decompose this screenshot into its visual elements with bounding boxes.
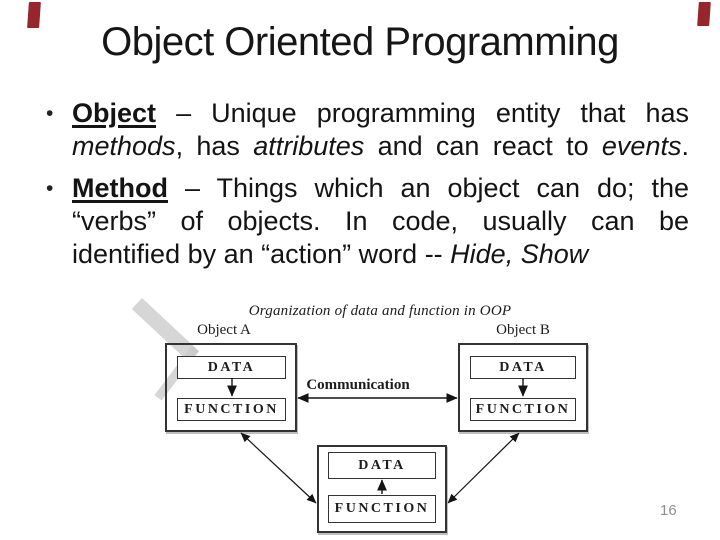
page-title: Object Oriented Programming xyxy=(101,20,619,64)
oop-diagram: Organization of data and function in OOP… xyxy=(131,296,592,538)
bullet-list: • Object – Unique programming entity tha… xyxy=(46,97,689,271)
bullet-method-line1: Method – Things which an object can do; … xyxy=(72,173,689,203)
object-a-box xyxy=(165,343,297,432)
object-b-box xyxy=(458,343,588,432)
page-number: 16 xyxy=(660,502,677,519)
bullet-marker: • xyxy=(46,177,54,200)
bullet-object-text: Object – Unique programming entity that … xyxy=(72,97,689,163)
bullet-object-line2: methods, has attributes and can react to… xyxy=(72,131,689,161)
bullet-method-line3: identified by an “action” word -- Hide, … xyxy=(72,239,589,269)
object-c-function-box: FUNCTION xyxy=(328,495,436,523)
object-c-box xyxy=(317,445,447,533)
communication-label: Communication xyxy=(306,377,410,393)
bullet-object: • Object – Unique programming entity tha… xyxy=(46,97,689,163)
bullet-method-text: Method – Things which an object can do; … xyxy=(72,172,689,271)
object-c-data-box: DATA xyxy=(328,452,436,479)
bullet-method-line2: “verbs” of objects. In code, usually can… xyxy=(72,206,689,236)
object-a-label: Object A xyxy=(197,322,251,338)
object-b-data-box: DATA xyxy=(470,356,576,379)
object-a-function-box: FUNCTION xyxy=(177,398,286,421)
object-b-function-box: FUNCTION xyxy=(470,398,576,421)
diagram-caption: Organization of data and function in OOP xyxy=(248,303,512,319)
bullet-method: • Method – Things which an object can do… xyxy=(46,172,689,271)
bullet-marker: • xyxy=(46,102,54,125)
arrow-b-to-c xyxy=(447,432,520,504)
object-a-data-box: DATA xyxy=(177,356,286,379)
arrow-a-to-c xyxy=(240,432,317,504)
bullet-object-line1: Object – Unique programming entity that … xyxy=(72,98,689,128)
object-b-label: Object B xyxy=(496,322,550,338)
